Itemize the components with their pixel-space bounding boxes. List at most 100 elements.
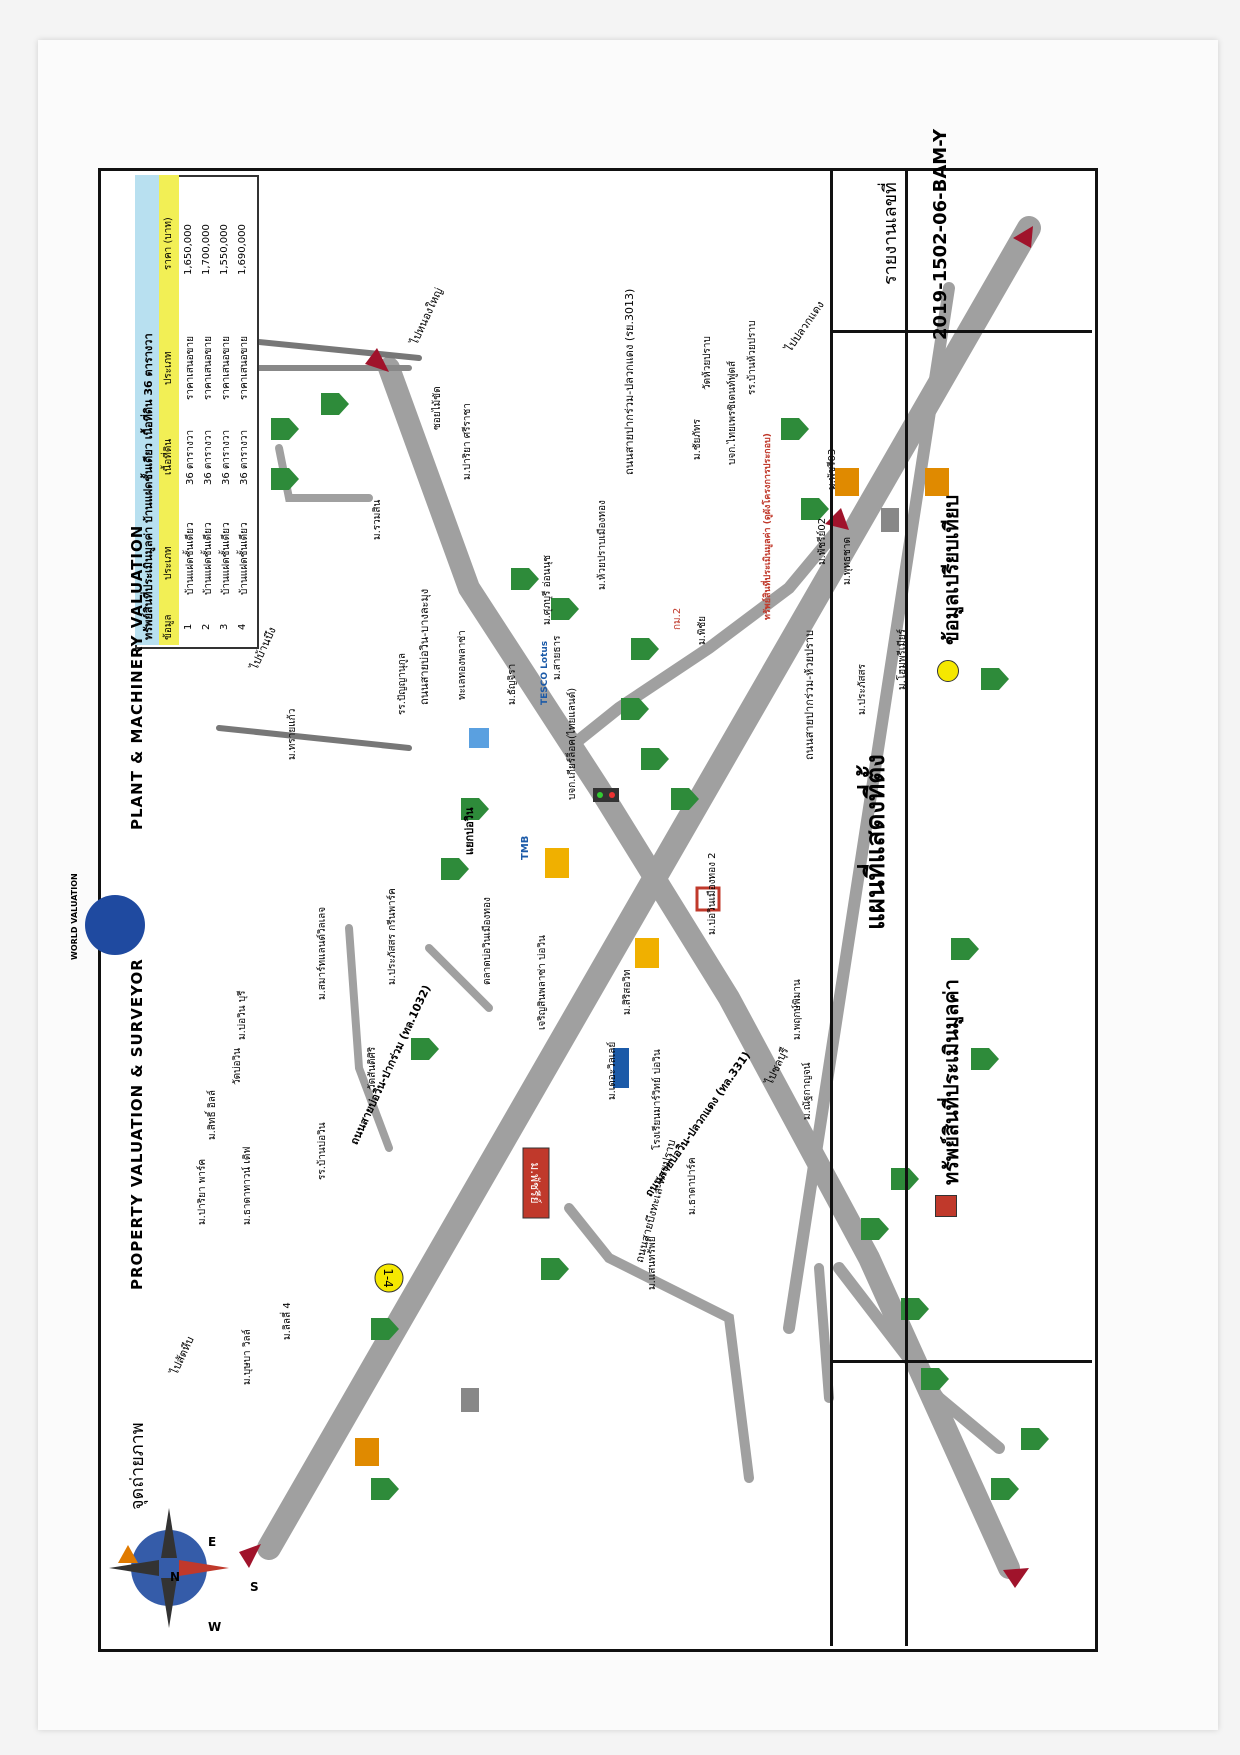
label-wat-huaiprab: วัดห้วยปราบ	[702, 336, 713, 390]
table-cell: 36 ตารางวา	[221, 429, 232, 485]
road-bangkok	[563, 522, 845, 754]
table-header-cell: ราคา (บาท)	[163, 217, 174, 270]
table-header-cell: ประเภท	[163, 546, 174, 580]
header-logo-text: WORLD VALUATION	[70, 873, 79, 960]
report-number: 2019-1502-06-BAM-Y	[930, 128, 951, 340]
label-school-hospital: รร.ปัญญานุกูล	[397, 653, 408, 715]
label-junction: แยกบ่อวิน	[463, 807, 476, 855]
label-soi: ซอยไม้ขัด	[432, 386, 443, 430]
village-label: ม.สิทธิ์ อิลล์	[207, 1089, 218, 1140]
table-cell: บ้านแฝดชั้นเดียว	[203, 522, 214, 595]
label-market: ตลาดบ่อวินเมืองทอง	[482, 897, 493, 985]
price-table: ทรัพย์สินที่ประเมินมูลค่า บ้านแฝดชั้นเดี…	[135, 175, 259, 649]
map-title: แผนที่แสดงที่ตั้ง	[861, 754, 891, 930]
roads	[136, 216, 1041, 1579]
road-right	[345, 924, 393, 1152]
road-left2	[814, 1263, 834, 1403]
village-label: ม.ธาดาปาร์ค	[687, 1157, 698, 1215]
table-cell: ราคาเสนอขาย	[185, 336, 196, 400]
label-road-bangkok: ถนนสายบ่อวิน-บางละมุง	[418, 588, 431, 705]
village-label: ม.แสนทรัพย์	[647, 1236, 658, 1290]
village-label: ม.ประภัสสร กรีนพาร์ค	[387, 888, 398, 985]
road-patrol	[783, 282, 955, 1334]
legend-subject: ทรัพย์สินที่ประเมินมูลค่า	[939, 979, 963, 1185]
table-cell: 1	[183, 623, 194, 630]
table-cell: 36 ตารางวา	[239, 429, 250, 485]
hospital-icon	[695, 886, 721, 912]
village-label: ม.เดอะวิลเลย์	[607, 1041, 618, 1100]
village-icon	[621, 698, 649, 720]
table-header-cell: ข้อมูล	[163, 614, 174, 640]
compare-marker	[374, 1263, 404, 1293]
wat-sansiri-icon	[835, 468, 859, 496]
arrow-pluakdaeng	[239, 1544, 261, 1568]
label-road-3013: ถนนสายปากร่วม-ปลวกแดง (รย.3013)	[623, 288, 636, 475]
village-icon	[1021, 1428, 1049, 1450]
table-title-strip	[135, 175, 159, 645]
village-label: ม.รวมสิน	[372, 499, 383, 540]
subject-legend-swatch	[935, 1195, 957, 1217]
road-south	[564, 1203, 754, 1483]
village-label: ม.พัชรีย์02	[817, 517, 828, 565]
village-icon	[511, 568, 539, 590]
village-label: ม.ปาริยา ศรีราชา	[462, 403, 473, 480]
header-left: PROPERTY VALUATION & SURVEYOR	[128, 958, 146, 1290]
village-label: ม.สมาร์ทแลนด์วิลเลจ	[317, 906, 328, 1000]
village-label: ม.สิริสอวิท	[622, 969, 633, 1015]
company-icon	[461, 1388, 479, 1412]
compass-s: S	[250, 1580, 259, 1594]
village-label: ม.ชัยภัทร	[692, 419, 703, 460]
photo-point-icon	[118, 1545, 138, 1563]
charoen-icon	[469, 728, 489, 748]
table-header-strip	[159, 175, 179, 645]
table-row: 1 บ้านแฝดชั้นเดียว 36 ตารางวา ราคาเสนอขา…	[183, 175, 201, 645]
label-temple-yatra: ทะเลทองพลาซ่า	[457, 630, 468, 700]
village-icon	[951, 938, 979, 960]
village-icon	[551, 598, 579, 620]
market-icon	[545, 848, 569, 878]
village-markers	[231, 393, 1049, 1500]
table-row: 3 บ้านแฝดชั้นเดียว 36 ตารางวา ราคาเสนอขา…	[219, 175, 237, 645]
temple-icon	[635, 938, 659, 968]
table-cell: ราคาเสนอขาย	[221, 336, 232, 400]
road-mid	[425, 944, 493, 1012]
village-icon	[271, 468, 299, 490]
village-icon	[461, 798, 489, 820]
table-cell: 3	[219, 623, 230, 630]
village-label: ม.ธาดาทาวน์ เดิฟ	[242, 1146, 253, 1225]
road-left1	[833, 1262, 1005, 1454]
arrow-chonburi	[1013, 226, 1033, 248]
village-icon	[321, 393, 349, 415]
landmark-symbols	[355, 468, 949, 1466]
label-wat-bowin: วัดบ่อวิน	[232, 1048, 243, 1085]
village-label: ม.บ่อวิน บุรี	[237, 990, 248, 1040]
compare-marker-label: 1-4	[381, 1268, 395, 1288]
legend-photo-point: จุดถ่ายภาพ	[127, 1422, 148, 1510]
table-cell: ราคาเสนอขาย	[239, 336, 250, 400]
table-row: 2 บ้านแฝดชั้นเดียว 36 ตารางวา ราคาเสนอขา…	[201, 175, 219, 645]
label-school-mwk: โรงเรียนมาร์วิทย์ บ่อวิน	[652, 1049, 663, 1150]
compass-e: E	[208, 1535, 217, 1549]
label-company: บจก.ไทยเพรซิเดนท์ฟูดส์	[727, 360, 738, 465]
village-label: ม.ลิลลี่ 4	[282, 1302, 293, 1340]
title-divider-4	[830, 1360, 1092, 1363]
village-icon	[371, 1478, 399, 1500]
table-cell: 1,550,000	[219, 224, 230, 275]
table-header-cell: เนื้อที่ดิน	[163, 438, 174, 475]
label-tmb: TMB	[520, 835, 531, 860]
compass-rose	[109, 1508, 229, 1628]
village-label: ม.พิชัย	[697, 615, 708, 645]
compass-w: W	[208, 1620, 222, 1634]
village-icon	[921, 1368, 949, 1390]
table-cell: บ้านแฝดชั้นเดียว	[221, 522, 232, 595]
arrow-sattahip	[1003, 1568, 1029, 1588]
table-cell: 4	[237, 623, 248, 630]
arrow-banbung	[365, 348, 389, 372]
subject-label: ม.พัชรีย์	[528, 1162, 542, 1203]
label-global: บจก.เกียร์ล็อค(ไทยแลนด์)	[567, 687, 578, 800]
village-icon	[861, 1218, 889, 1240]
header-right: PLANT & MACHINERY VALUATION	[128, 524, 146, 830]
wat-bowin-icon	[925, 468, 949, 496]
road-north	[275, 444, 373, 502]
village-icon	[991, 1478, 1019, 1500]
